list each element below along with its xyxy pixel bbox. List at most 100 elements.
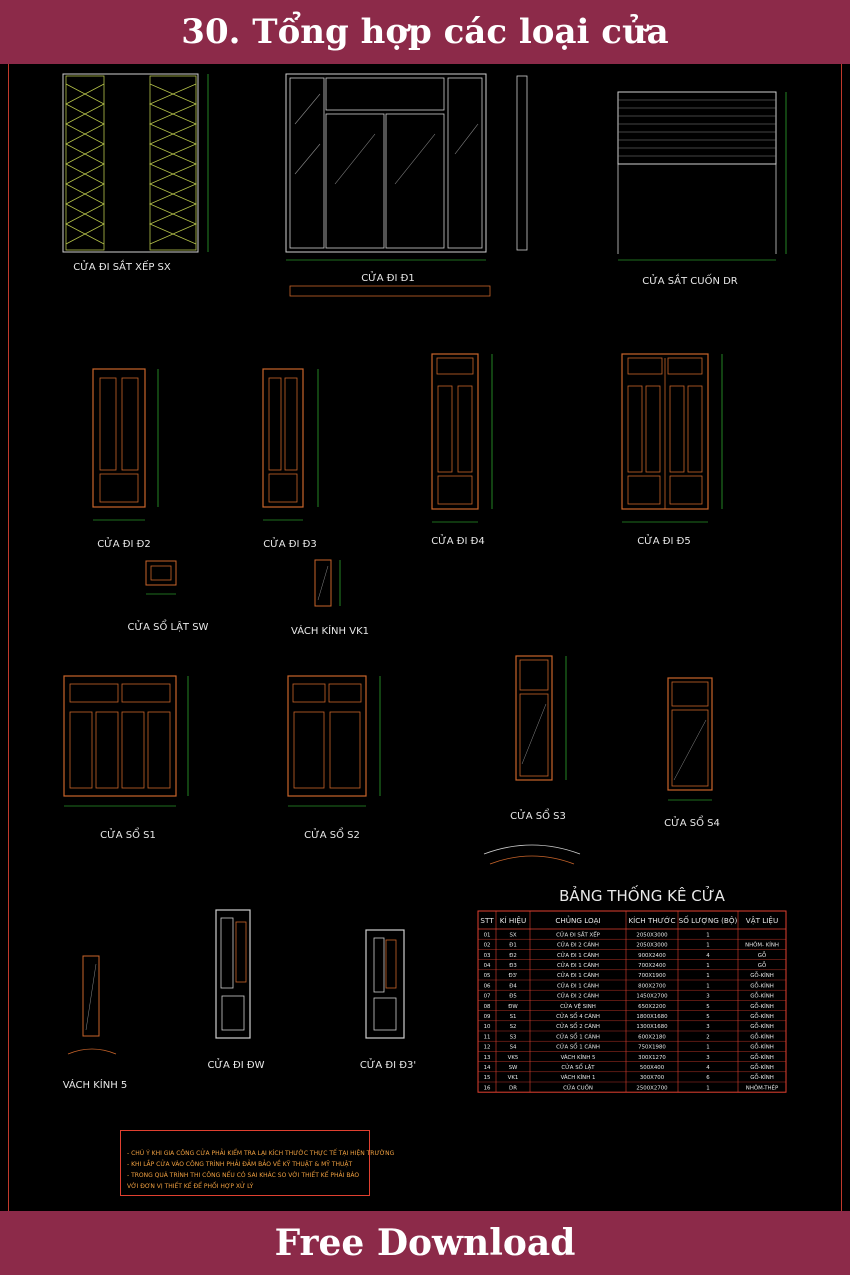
table-cell: 750X1980 <box>638 1045 666 1051</box>
table-cell: 12 <box>484 1045 491 1051</box>
table-cell: SX <box>509 932 516 938</box>
table-cell: NHÔM-THÉP <box>746 1083 779 1091</box>
table-cell: 3 <box>706 1055 709 1061</box>
door-sx-drawing <box>62 73 209 253</box>
table-header-cell: CHỦNG LOẠI <box>555 915 600 925</box>
table-cell: 1800X1680 <box>636 1014 668 1020</box>
table-cell: 2 <box>706 1034 709 1040</box>
table-cell: 15 <box>484 1075 491 1081</box>
label-door-dw: CỬA ĐI ĐW <box>207 1057 264 1071</box>
table-cell: 1 <box>706 1045 709 1051</box>
note-line: - CHÚ Ý KHI GIA CÔNG CỬA PHẢI KIỂM TRA L… <box>127 1150 395 1157</box>
door-table-title: BẢNG THỐNG KÊ CỬA <box>559 884 725 905</box>
table-cell: GỖ <box>758 961 766 969</box>
note-line: VỚI ĐƠN VỊ THIẾT KẾ ĐỂ PHỐI HỢP XỬ LÝ <box>127 1183 254 1190</box>
table-cell: 2050X3000 <box>636 932 668 938</box>
table-cell: 1 <box>706 1085 709 1091</box>
table-cell: 07 <box>484 994 491 1000</box>
window-sw-drawing <box>145 560 177 595</box>
table-cell: 11 <box>484 1034 491 1040</box>
sheet-border-left <box>8 64 9 1211</box>
door-d5-drawing <box>621 353 723 523</box>
table-cell: SW <box>509 1065 518 1071</box>
table-cell: 5 <box>706 1004 709 1010</box>
table-cell: CỬA ĐI 1 CÁNH <box>557 981 599 989</box>
door-d2-drawing <box>92 368 159 521</box>
table-cell: 500X400 <box>640 1065 665 1071</box>
door-d4-drawing <box>431 353 493 523</box>
table-cell: 6 <box>706 1075 710 1081</box>
table-cell: 16 <box>484 1085 491 1091</box>
table-cell: 08 <box>484 1004 491 1010</box>
table-cell: 1 <box>706 973 709 979</box>
table-cell: VK1 <box>508 1075 519 1081</box>
table-cell: 4 <box>706 1065 710 1071</box>
page-title: 30. Tổng hợp các loại cửa <box>181 12 669 52</box>
label-partition-vk5: VÁCH KÍNH 5 <box>63 1078 128 1091</box>
construction-notes: - CHÚ Ý KHI GIA CÔNG CỬA PHẢI KIỂM TRA L… <box>120 1130 394 1196</box>
label-door-d5: CỬA ĐI Đ5 <box>637 533 691 547</box>
table-cell: 02 <box>484 943 491 949</box>
table-cell: 700X1900 <box>638 973 666 979</box>
table-cell: 300X700 <box>640 1075 665 1081</box>
table-cell: DR <box>509 1085 517 1091</box>
window-s2-drawing <box>287 675 381 807</box>
label-door-dr: CỬA SẮT CUỐN DR <box>642 273 738 287</box>
table-cell: 900X2400 <box>638 953 666 959</box>
table-cell: 3 <box>706 994 709 1000</box>
download-label: Free Download <box>274 1222 576 1264</box>
door-d3-drawing <box>262 368 319 521</box>
table-cell: 300X1270 <box>638 1055 666 1061</box>
label-door-d3p: CỬA ĐI Đ3' <box>360 1057 416 1071</box>
door-drawings: CỬA ĐI SẮT XẾP SX CỬA ĐI Đ1 <box>62 73 787 1093</box>
table-cell: S2 <box>510 1024 517 1030</box>
page-title-banner: 30. Tổng hợp các loại cửa <box>0 0 850 64</box>
table-cell: 650X2200 <box>638 1004 666 1010</box>
table-cell: S4 <box>510 1045 517 1051</box>
sheet-border-right <box>841 64 842 1211</box>
table-cell: 06 <box>484 983 491 989</box>
label-window-s2: CỬA SỔ S2 <box>304 826 360 841</box>
label-door-d4: CỬA ĐI Đ4 <box>431 533 485 547</box>
table-cell: Đ5 <box>509 994 517 1000</box>
table-cell: CỬA SỔ 1 CÁNH <box>556 1032 600 1040</box>
door-dr-drawing <box>617 91 787 261</box>
download-banner[interactable]: Free Download <box>0 1211 850 1275</box>
partition-vk5-drawing <box>67 955 117 1055</box>
table-cell: CỬA ĐI 1 CÁNH <box>557 961 599 969</box>
table-cell: 2050X3000 <box>636 943 668 949</box>
table-cell: 10 <box>484 1024 491 1030</box>
label-door-sx: CỬA ĐI SẮT XẾP SX <box>73 259 171 273</box>
table-cell: 03 <box>484 953 491 959</box>
table-cell: 01 <box>484 932 491 938</box>
table-cell: 14 <box>484 1065 491 1071</box>
table-cell: Đ3 <box>509 963 517 969</box>
table-cell: 09 <box>484 1014 491 1020</box>
table-cell: 700X2400 <box>638 963 666 969</box>
table-cell: CỬA VỆ SINH <box>560 1002 596 1010</box>
table-cell: 1450X2700 <box>636 994 668 1000</box>
table-header-cell: VẬT LIỆU <box>746 916 778 925</box>
table-cell: CỬA SỔ 1 CÁNH <box>556 1043 600 1051</box>
table-cell: Đ3' <box>508 973 517 979</box>
label-door-d1: CỬA ĐI Đ1 <box>361 270 415 284</box>
table-cell: CỬA ĐI 1 CÁNH <box>557 971 599 979</box>
table-cell: VÁCH KÍNH 1 <box>561 1074 596 1081</box>
table-cell: 5 <box>706 1014 709 1020</box>
table-cell: 1 <box>706 932 709 938</box>
window-s1-drawing <box>63 675 189 807</box>
table-cell: CỬA ĐI 1 CÁNH <box>557 951 599 959</box>
window-s3-drawing <box>483 655 581 865</box>
table-cell: 1 <box>706 963 709 969</box>
table-header-cell: SỐ LƯỢNG (BỘ) <box>679 915 738 925</box>
table-cell: CỬA SỔ 2 CÁNH <box>556 1022 600 1030</box>
table-cell: GỖ <box>758 951 766 959</box>
table-cell: ĐW <box>508 1004 518 1010</box>
door-d3p-drawing <box>365 929 405 1039</box>
table-cell: GỖ-KÍNH <box>750 971 774 979</box>
table-cell: GỖ-KÍNH <box>750 992 774 1000</box>
table-cell: CỬA SỔ LẬT <box>561 1063 595 1071</box>
door-d1-drawing <box>285 73 528 297</box>
table-cell: 2500X2700 <box>636 1085 668 1091</box>
